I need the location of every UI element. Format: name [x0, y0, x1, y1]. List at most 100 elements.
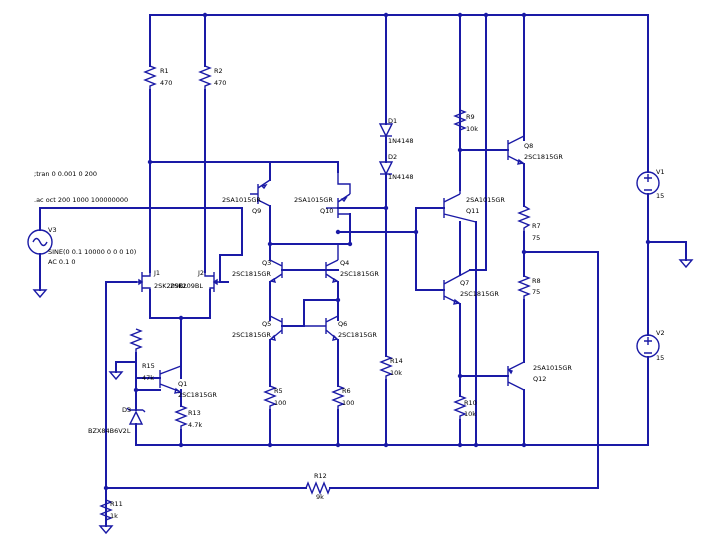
transistor-q12[interactable] [507, 361, 525, 391]
q11-name: Q11 [466, 207, 479, 215]
resistor-r8[interactable] [517, 275, 531, 300]
transistor-q4[interactable] [318, 244, 339, 283]
q7-name: Q7 [460, 279, 469, 287]
q10-value: 2SA1015GR [294, 196, 333, 204]
j2-name: J2 [197, 269, 204, 277]
q11-value: 2SA1015GR [466, 196, 505, 204]
resistor-r7[interactable] [517, 205, 531, 231]
r9-name: R9 [466, 113, 475, 121]
voltage-source-v1[interactable] [636, 171, 660, 195]
zener-d3[interactable] [126, 407, 146, 425]
q7-value: 2SC1815GR [460, 290, 499, 298]
q8-name: Q8 [524, 142, 533, 150]
d1-value: 1N4148 [388, 137, 414, 145]
q1-value: 2SC1815GR [178, 391, 217, 399]
tran-directive: ;tran 0 0.001 0 200 [34, 170, 97, 178]
transistor-q10[interactable] [326, 172, 351, 218]
r5-name: R5 [274, 387, 283, 395]
q4-value: 2SC1815GR [340, 270, 379, 278]
resistor-r6[interactable] [331, 385, 345, 410]
q3-value: 2SC1815GR [232, 270, 271, 278]
resistor-r10[interactable] [453, 395, 467, 420]
transistor-q1[interactable] [159, 365, 182, 394]
q9-value: 2SA1015GR [222, 196, 261, 204]
d3-value: BZX84B6V2L [88, 427, 131, 435]
r6-value: 100 [342, 399, 354, 407]
r2-value: 470 [214, 79, 226, 87]
r8-name: R8 [532, 277, 541, 285]
q9-name: Q9 [252, 207, 261, 215]
transistor-q7[interactable] [443, 269, 471, 305]
r7-name: R7 [532, 222, 541, 230]
transistor-q5[interactable] [269, 315, 283, 341]
j2-value: 2SK209BL [170, 282, 203, 290]
voltage-source-v2[interactable] [636, 334, 660, 358]
r9-value: 10k [466, 125, 478, 133]
resistor-r11[interactable] [99, 499, 113, 524]
v3-line1: SINE(0 0.1 10000 0 0 0 10) [48, 248, 136, 256]
resistor-r12[interactable] [305, 481, 331, 495]
d2-name: D2 [388, 153, 397, 161]
j1-value: 2SK209BL [154, 282, 187, 290]
diode-d2[interactable] [378, 161, 394, 176]
q4-name: Q4 [340, 259, 349, 267]
q8-value: 2SC1815GR [524, 153, 563, 161]
transistor-q8[interactable] [507, 135, 525, 165]
v3-name: V3 [48, 226, 57, 234]
transistor-j1[interactable] [136, 272, 151, 292]
d1-name: D1 [388, 117, 397, 125]
q1-name: Q1 [178, 380, 187, 388]
r7-value: 75 [532, 234, 540, 242]
ground-symbol [98, 525, 114, 535]
q12-value: 2SA1015GR [533, 364, 572, 372]
r10-name: R10 [464, 399, 477, 407]
ground-symbol [108, 371, 124, 381]
r13-name: R13 [188, 409, 201, 417]
j1-name: J1 [153, 269, 160, 277]
resistor-r14[interactable] [379, 355, 393, 380]
resistor-r15[interactable] [129, 328, 143, 353]
ground-symbol [678, 259, 694, 269]
transistor-q6[interactable] [304, 315, 339, 341]
r8-value: 75 [532, 288, 540, 296]
directives: ;tran 0 0.001 0 200 .ac oct 200 1000 100… [34, 170, 128, 204]
r11-name: R11 [110, 500, 123, 508]
q5-value: 2SC1815GR [232, 331, 271, 339]
resistor-r2[interactable] [198, 65, 212, 90]
resistor-r13[interactable] [174, 405, 188, 430]
v1-name: V1 [656, 168, 665, 176]
r1-value: 470 [160, 79, 172, 87]
junctions [103, 12, 651, 491]
resistor-r5[interactable] [263, 385, 277, 410]
d3-name: D3 [122, 406, 131, 414]
r10-value: 10k [464, 410, 476, 418]
transistor-q11[interactable] [443, 190, 477, 223]
q5-name: Q5 [262, 320, 271, 328]
r1-name: R1 [160, 67, 169, 75]
q6-name: Q6 [338, 320, 347, 328]
transistor-q9[interactable] [250, 179, 271, 207]
ground-symbol [32, 289, 48, 299]
diode-d1[interactable] [378, 123, 394, 138]
ac-directive: .ac oct 200 1000 100000000 [34, 196, 128, 204]
r14-value: 10k [390, 369, 402, 377]
r15-value: 47k [142, 374, 154, 382]
r11-value: 1k [110, 512, 118, 520]
q10-name: Q10 [320, 207, 333, 215]
q3-name: Q3 [262, 259, 271, 267]
d2-value: 1N4148 [388, 173, 414, 181]
v3-line2: AC 0.1 0 [48, 258, 75, 266]
transistor-q3[interactable] [269, 259, 283, 283]
r15-name: R15 [142, 362, 155, 370]
v2-value: 15 [656, 354, 664, 362]
r12-value: 9k [316, 493, 324, 501]
r6-name: R6 [342, 387, 351, 395]
transistor-j2[interactable] [204, 272, 220, 292]
resistor-r1[interactable] [143, 65, 157, 90]
voltage-source-v3[interactable] [27, 229, 53, 255]
resistor-r9[interactable] [453, 109, 467, 134]
q12-name: Q12 [533, 375, 546, 383]
r13-value: 4.7k [188, 421, 202, 429]
